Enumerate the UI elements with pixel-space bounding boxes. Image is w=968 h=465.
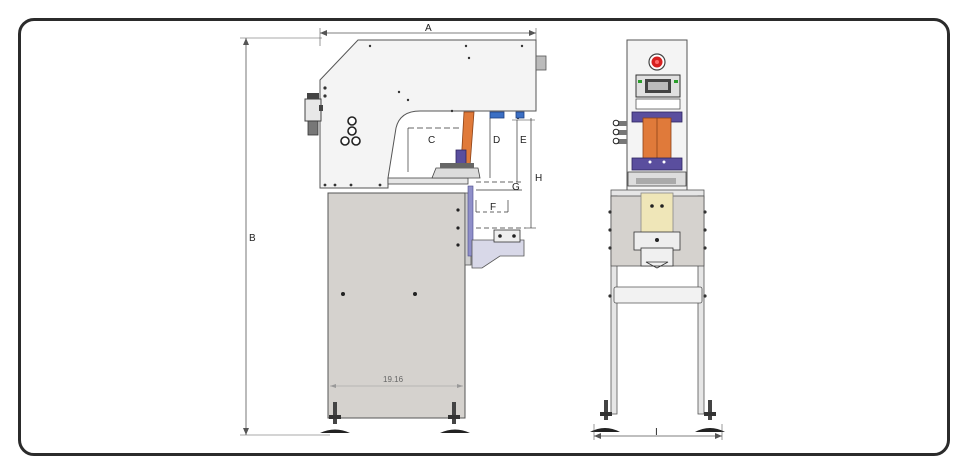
dimension-i: I [593,424,723,440]
control-panel-icon [635,74,681,98]
label-e: E [520,135,527,146]
label-f: F [490,202,496,213]
head-screws [323,44,524,187]
emergency-stop-icon [648,53,666,71]
dimension-b: B [240,37,330,436]
dimension-g: G [476,181,522,193]
table-clamp [493,229,521,243]
leveling-feet-front [590,400,725,432]
label-c: C [428,135,435,146]
label-a: A [425,23,432,34]
width-value: 19.16 [383,375,404,384]
pad-blue-2 [515,111,525,119]
side-strip [467,185,474,257]
label-i: I [655,427,658,438]
dimension-h: H [526,118,542,229]
front-cylinder-cap-bottom [631,157,683,171]
control-knobs [340,116,361,146]
print-table [387,177,469,185]
front-view: I [590,39,725,440]
front-plate [640,192,674,234]
dimension-e: E [512,119,535,182]
table-bracket [471,239,525,269]
label-h: H [535,173,542,184]
cabinet-screws [341,208,460,296]
dimension-f: F [475,200,509,213]
front-crossbar [613,286,703,304]
cabinet [327,192,466,419]
pad-blue [489,111,505,119]
label-b: B [249,233,256,244]
label-d: D [493,135,500,146]
leveling-feet-side [320,402,470,433]
front-fittings [612,119,627,145]
label-g: G [512,182,520,193]
dimension-c: C [407,127,462,172]
ink-cup-top [440,163,474,168]
dimension-d: D [489,118,500,178]
rear-fitting [535,55,547,71]
ink-cup [431,167,481,179]
dimension-width-value: 19.16 [330,375,463,388]
side-view: B A [240,23,547,436]
air-filter-regulator-icon [304,93,323,136]
